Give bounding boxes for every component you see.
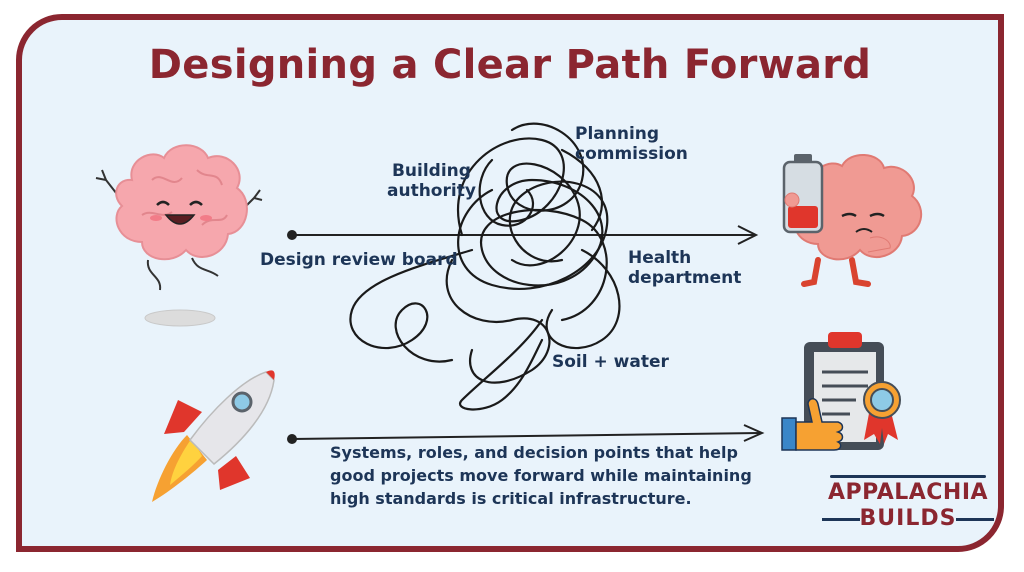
logo-line2: BUILDS [859,506,957,531]
arrow-icon [287,424,765,444]
page-title: Designing a Clear Path Forward [148,42,872,88]
label-planning-commission: Planning commission [575,124,688,164]
description-text: Systems, roles, and decision points that… [330,443,752,508]
tired-brain-icon [782,153,922,287]
diagram-art [95,122,922,502]
label-building-authority: Building authority [387,161,476,201]
happy-brain-icon [95,144,263,327]
label-design-review-board: Design review board [260,250,458,270]
rocket-icon [152,370,275,502]
arrow-icon [287,225,759,245]
award-badge-icon [863,381,901,444]
tangled-path-icon [349,122,621,411]
thumbs-up-icon [781,398,844,451]
logo-line1: APPALACHIA [827,480,989,505]
infographic-frame: Designing a Clear Path Forward [16,14,1004,552]
label-health-department: Health department [628,248,742,288]
brand-logo: APPALACHIA BUILDS [822,475,994,532]
label-soil-water: Soil + water [552,352,669,372]
